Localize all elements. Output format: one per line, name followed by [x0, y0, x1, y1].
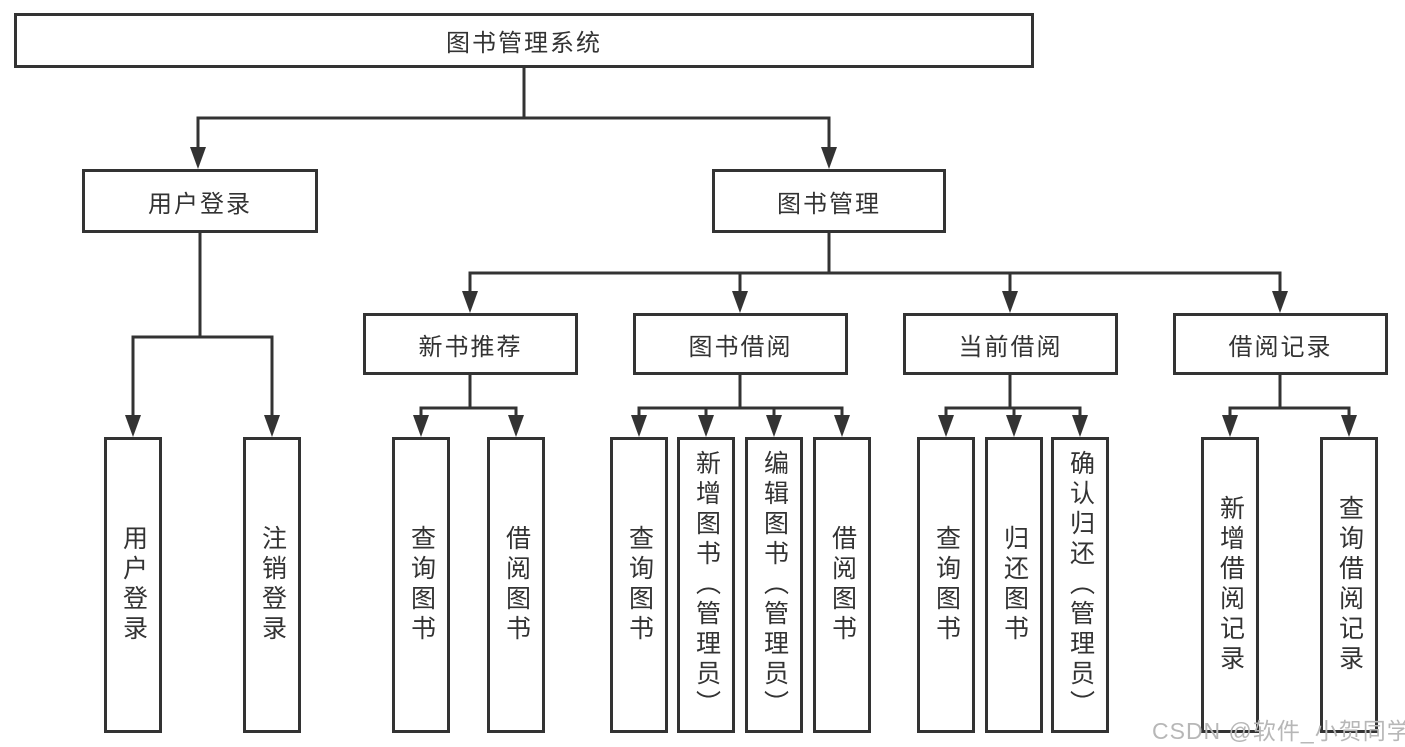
leaf-return-book: 归还图书	[985, 437, 1043, 733]
leaf-confirm-return-admin: 确认归还（管理员）	[1051, 437, 1109, 733]
leaf-query-books-current: 查询图书	[917, 437, 975, 733]
arrowheads	[125, 147, 1357, 437]
leaf-query-borrow-record: 查询借阅记录	[1320, 437, 1378, 733]
leaf-user-login: 用户登录	[104, 437, 162, 733]
leaf-edit-book-admin: 编辑图书（管理员）	[745, 437, 803, 733]
leaf-query-books-borrow: 查询图书	[610, 437, 668, 733]
node-book-management: 图书管理	[712, 169, 946, 233]
leaf-add-borrow-record: 新增借阅记录	[1201, 437, 1259, 733]
leaf-add-book-admin: 新增图书（管理员）	[677, 437, 735, 733]
node-new-book-recommendation: 新书推荐	[363, 313, 578, 375]
leaf-logout: 注销登录	[243, 437, 301, 733]
leaf-query-books-recommend: 查询图书	[392, 437, 450, 733]
node-book-borrowing: 图书借阅	[633, 313, 848, 375]
leaf-borrow-books: 借阅图书	[813, 437, 871, 733]
csdn-watermark: CSDN @软件_小贺同学	[1152, 718, 1405, 744]
node-borrowing-records: 借阅记录	[1173, 313, 1388, 375]
leaf-borrow-books-recommend: 借阅图书	[487, 437, 545, 733]
node-user-login: 用户登录	[82, 169, 318, 233]
node-current-borrowing: 当前借阅	[903, 313, 1118, 375]
node-library-management-system: 图书管理系统	[14, 13, 1034, 68]
